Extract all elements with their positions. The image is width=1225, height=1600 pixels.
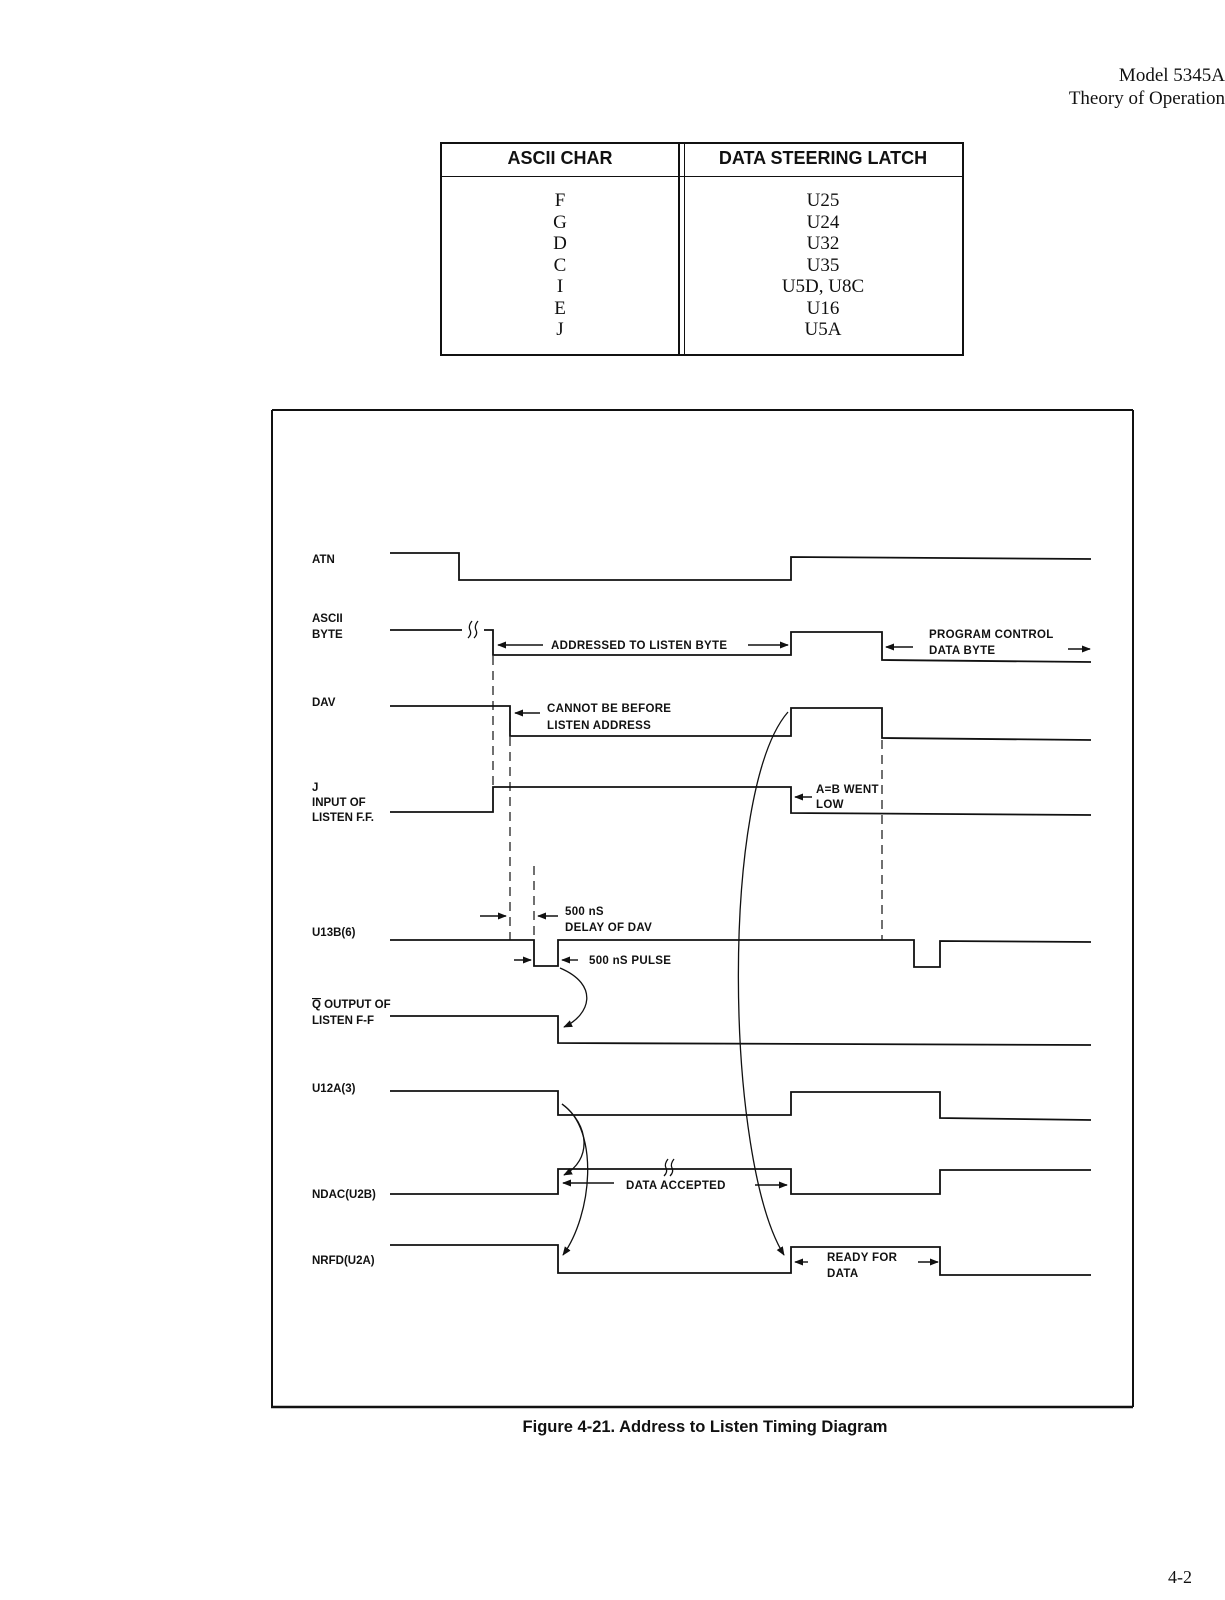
signal-label-listen-ff: LISTEN F.F. [312,812,374,824]
annotation-500ns: 500 nS [565,906,604,918]
waveform-u12a [390,1090,1092,1121]
table-left-border [440,142,442,356]
table-column-divider-inner [684,142,685,356]
waveform-qbar-output [390,1015,1092,1046]
break-marks [467,620,675,1177]
table-bottom-border [440,354,964,356]
table-right-border [962,142,964,356]
signal-label-ndac: NDAC(U2B) [312,1189,376,1201]
waveform-j-input [390,786,1092,816]
signal-label-atn: ATN [312,554,335,566]
table-cell: F [554,190,566,211]
signal-label-u12a: U12A(3) [312,1083,356,1095]
annotation-ready-for: READY FOR [827,1252,898,1264]
signal-label-j: J [312,782,318,794]
curve-u13b-to-qbar [559,967,588,1028]
waveform-dav [390,705,1092,741]
table-cell: I [556,276,564,297]
annotation-cannot-be-before: CANNOT BE BEFORE [547,703,671,715]
table-cell: U35 [806,254,840,276]
signal-label-ascii: ASCII [312,613,343,625]
table-cell: U32 [806,233,840,254]
figure-caption: Figure 4-21. Address to Listen Timing Di… [522,1418,888,1436]
signal-label-u13b: U13B(6) [312,927,356,939]
table-cell: U5A [804,319,842,340]
table-cell: U5D, U8C [781,276,865,297]
signal-label-dav: DAV [312,697,336,709]
annotation-arrows [480,641,1091,1266]
annotation-addressed-to-listen: ADDRESSED TO LISTEN BYTE [551,640,727,652]
break-mark-ascii [467,620,479,639]
page-number: 4-2 [1168,1567,1192,1587]
diagram-frame [271,409,1134,1409]
page-header: Model 5345A Theory of Operation [925,64,1225,110]
annotation-program-control: PROGRAM CONTROL [929,629,1054,641]
annotation-ab-went: A=B WENT [816,784,879,796]
break-mark-ndac [663,1158,675,1177]
table-cell: J [556,319,564,340]
table-column-data-steering-latch: U25 U24 U32 U35 U5D, U8C U16 U5A [684,190,962,341]
annotation-listen-address: LISTEN ADDRESS [547,720,651,732]
curve-u12a-to-nrfd [561,1103,589,1256]
table-header-data-steering-latch: DATA STEERING LATCH [718,148,928,168]
signal-label-byte: BYTE [312,629,343,641]
table-cell: U25 [806,190,840,211]
table-cell: E [554,297,566,319]
annotation-data-byte: DATA BYTE [929,645,995,657]
curve-dav-to-nrfd [737,711,789,1256]
waveform-nrfd [390,1244,1091,1276]
signal-label-input-of: INPUT OF [312,797,366,809]
signal-label-nrfd: NRFD(U2A) [312,1255,375,1267]
table-cell: U24 [806,211,840,233]
table-cell: D [553,233,567,254]
waveform-ascii-byte-b [484,629,1092,663]
causality-curves [559,711,789,1256]
annotation-data-accepted: DATA ACCEPTED [626,1180,726,1192]
annotation-delay-of-dav: DELAY OF DAV [565,922,652,934]
waveform-u13b [390,939,1092,968]
table-cell: C [553,254,567,276]
signal-labels: ATN ASCII BYTE DAV J INPUT OF LISTEN F.F… [312,554,391,1267]
waveforms [390,552,1092,1276]
section-label: Theory of Operation [1068,88,1225,109]
signal-label-listen-f-f: LISTEN F-F [312,1015,374,1027]
table-column-ascii-char: F G D C I E J [442,190,678,341]
table-cell: U16 [806,297,840,319]
annotation-low: LOW [816,799,844,811]
table-top-border [440,142,964,144]
dashed-guides [492,656,883,940]
annotation-labels: ADDRESSED TO LISTEN BYTE PROGRAM CONTROL… [547,629,1054,1280]
table-column-divider [678,142,680,356]
waveform-atn [390,552,1092,581]
annotation-data: DATA [827,1268,858,1280]
signal-label-qbar-output: Q OUTPUT OF [312,999,391,1011]
waveform-ndac [390,1168,1091,1195]
model-label: Model 5345A [1118,65,1225,86]
annotation-500ns-pulse: 500 nS PULSE [589,955,671,967]
table-header-rule [440,176,964,177]
table-cell: G [553,211,567,233]
table-header-ascii-char: ASCII CHAR [507,148,613,168]
